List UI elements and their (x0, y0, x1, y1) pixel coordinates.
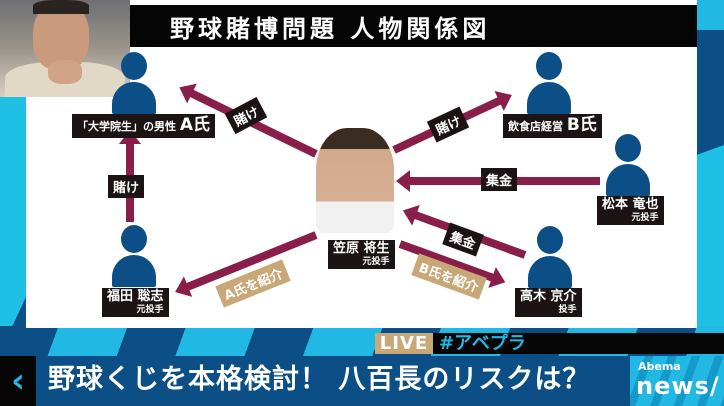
label-a: 「大学院生」の男性 A氏 (72, 114, 216, 138)
person-icon-fukuda (112, 225, 156, 287)
abema-news-logo: Abema news/ (630, 356, 724, 406)
person-icon-a (112, 52, 156, 114)
chevron-left-icon[interactable]: ‹ (0, 356, 36, 406)
logo-bottom: news/ (636, 372, 720, 400)
news-ticker (0, 356, 724, 406)
inset-hair (33, 0, 89, 14)
edge-label-collect-matsumoto: 集金 (481, 168, 518, 191)
live-video-inset (0, 0, 130, 97)
inset-hands (48, 60, 82, 84)
logo-top: Abema (638, 360, 681, 373)
person-icon-takagi (528, 226, 572, 288)
hashtag-badge: #アベプラ (433, 333, 724, 354)
center-person-photo (316, 128, 394, 233)
edge-label-bet-fukuda: 賭け (108, 175, 145, 198)
person-icon-matsumoto (606, 134, 650, 196)
label-takagi: 高木 京介 投手 (515, 288, 582, 318)
ticker-headline: 野球くじを本格検討！ 八百長のリスクは？ (48, 364, 591, 395)
label-matsumoto: 松本 竜也 元投手 (597, 196, 664, 226)
live-badge: LIVE (375, 333, 433, 354)
person-icon-b (527, 52, 571, 114)
label-fukuda: 福田 聡志 元投手 (102, 288, 169, 318)
diagram-title: 野球賭博問題 人物関係図 (130, 5, 697, 47)
label-b: 飲食店経営 B氏 (503, 114, 602, 138)
label-center: 笠原 将生 元投手 (328, 240, 395, 270)
